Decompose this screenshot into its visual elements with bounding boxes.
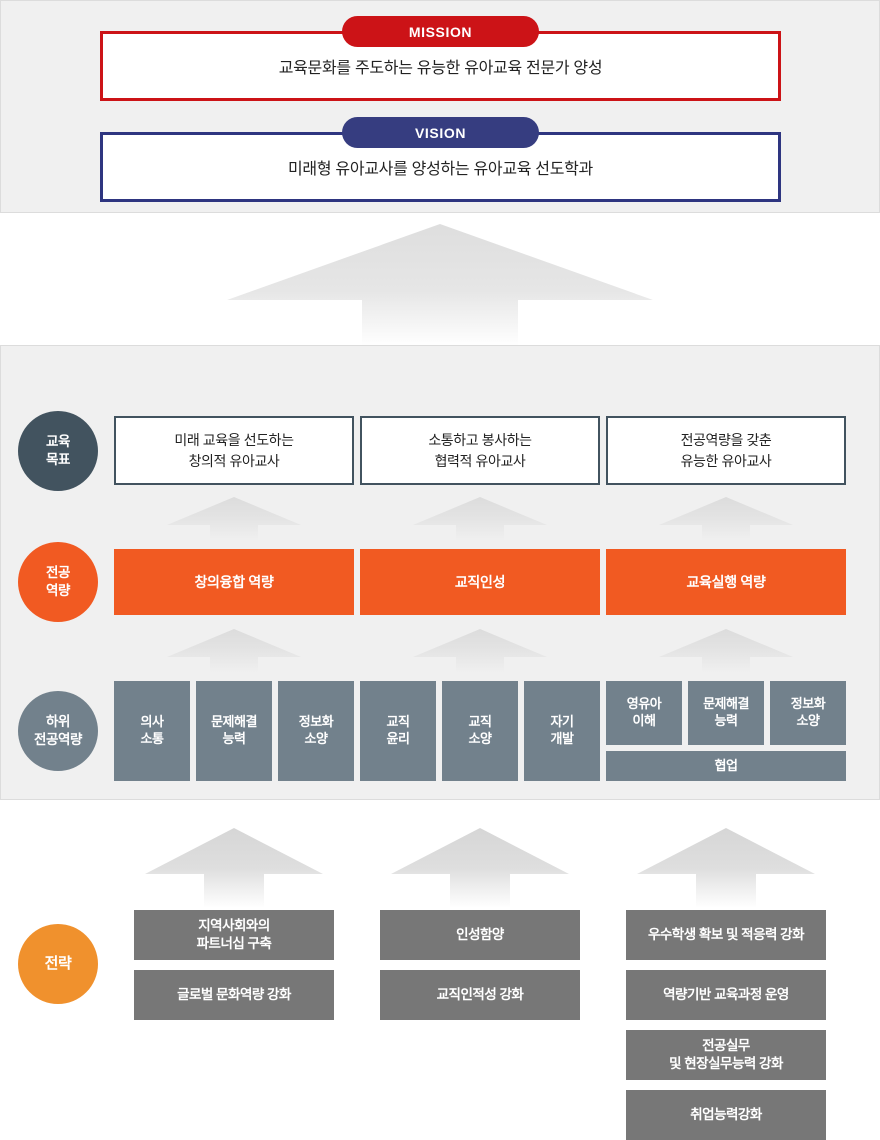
sub-cell-line1: 의사	[140, 714, 164, 730]
sub-cell-line1: 교직	[386, 714, 410, 730]
education-goal-box: 소통하고 봉사하는 협력적 유아교사	[360, 416, 600, 485]
major-competency-box: 교직인성	[360, 549, 600, 615]
sub-competency-cell: 문제해결 능력	[688, 681, 764, 745]
goal-line2: 유능한 유아교사	[680, 452, 772, 469]
upward-arrow-small-icon	[413, 629, 547, 673]
education-goal-box: 미래 교육을 선도하는 창의적 유아교사	[114, 416, 354, 485]
education-goal-box: 전공역량을 갖춘 유능한 유아교사	[606, 416, 846, 485]
sub-competency-span-cell: 협업	[606, 751, 846, 781]
strategy-line1: 역량기반 교육과정 운영	[663, 986, 789, 1002]
vision-statement: 미래형 유아교사를 양성하는 유아교육 선도학과	[288, 161, 593, 178]
sub-cell-line1: 영유아	[626, 696, 662, 712]
row-label-education-goal: 교육 목표	[18, 411, 98, 491]
upward-arrow-large-icon	[227, 224, 653, 346]
sub-competency-cell: 교직 소양	[442, 681, 518, 781]
row-label-strategy: 전략	[18, 924, 98, 1004]
major-competency-box: 창의융합 역량	[114, 549, 354, 615]
goal-line1: 소통하고 봉사하는	[428, 432, 532, 449]
upward-arrow-small-icon	[145, 828, 323, 908]
sub-cell-line1: 자기	[550, 714, 574, 730]
sub-cell-line2: 윤리	[386, 731, 410, 746]
strategy-box: 우수학생 확보 및 적응력 강화	[626, 910, 826, 960]
strategy-line1: 글로벌 문화역량 강화	[177, 986, 291, 1002]
mission-pill-label: MISSION	[342, 16, 539, 47]
strategy-box: 전공실무 및 현장실무능력 강화	[626, 1030, 826, 1080]
strategy-box: 역량기반 교육과정 운영	[626, 970, 826, 1020]
mission-statement: 교육문화를 주도하는 유능한 유아교육 전문가 양성	[278, 60, 603, 77]
strategy-line1: 취업능력강화	[690, 1106, 762, 1122]
row-label-line2: 목표	[45, 452, 71, 467]
upward-arrow-small-icon	[167, 497, 301, 541]
strategy-box: 인성함양	[380, 910, 580, 960]
sub-competency-cell: 문제해결 능력	[196, 681, 272, 781]
row-label-line2: 전공역량	[33, 732, 83, 747]
sub-cell-line2: 소양	[304, 731, 328, 746]
sub-cell-line2: 개발	[550, 731, 574, 746]
row-label-line1: 전공	[45, 565, 71, 581]
strategy-line1: 지역사회와의	[198, 917, 270, 933]
strategy-line1: 교직인적성 강화	[436, 986, 524, 1002]
strategy-line1: 전공실무	[702, 1037, 750, 1053]
strategy-box: 글로벌 문화역량 강화	[134, 970, 334, 1020]
sub-competency-cell: 자기 개발	[524, 681, 600, 781]
upward-arrow-small-icon	[659, 629, 793, 673]
upward-arrow-small-icon	[413, 497, 547, 541]
goal-line1: 전공역량을 갖춘	[680, 432, 772, 449]
upward-arrow-small-icon	[167, 629, 301, 673]
strategy-line2: 및 현장실무능력 강화	[669, 1056, 783, 1071]
sub-cell-line1: 문제해결	[703, 696, 749, 712]
sub-competency-cell: 의사 소통	[114, 681, 190, 781]
sub-cell-line1: 정보화	[298, 714, 334, 730]
sub-cell-line2: 이해	[632, 713, 656, 728]
sub-competency-cell: 영유아 이해	[606, 681, 682, 745]
strategy-box: 지역사회와의 파트너십 구축	[134, 910, 334, 960]
sub-competency-cell: 정보화 소양	[278, 681, 354, 781]
sub-competency-cell: 교직 윤리	[360, 681, 436, 781]
row-label-major-competency: 전공 역량	[18, 542, 98, 622]
strategy-box: 취업능력강화	[626, 1090, 826, 1140]
sub-cell-line2: 소양	[796, 713, 820, 728]
goal-line2: 창의적 유아교사	[188, 452, 280, 469]
sub-cell-line2: 능력	[714, 713, 738, 728]
row-label-line1: 하위	[45, 714, 71, 730]
strategy-line2: 파트너십 구축	[196, 936, 272, 951]
row-label-sub-competency: 하위 전공역량	[18, 691, 98, 771]
strategy-line1: 인성함양	[456, 926, 504, 942]
vision-pill-label: VISION	[342, 117, 539, 148]
row-label-line2: 역량	[45, 583, 71, 598]
sub-cell-line2: 소양	[468, 731, 492, 746]
sub-cell-line1: 문제해결	[211, 714, 257, 730]
sub-competency-cell: 정보화 소양	[770, 681, 846, 745]
goal-line1: 미래 교육을 선도하는	[174, 432, 294, 449]
upward-arrow-small-icon	[659, 497, 793, 541]
sub-cell-line1: 교직	[468, 714, 492, 730]
upward-arrow-small-icon	[637, 828, 815, 908]
major-competency-box: 교육실행 역량	[606, 549, 846, 615]
goal-line2: 협력적 유아교사	[434, 452, 526, 469]
sub-cell-line1: 정보화	[790, 696, 826, 712]
sub-cell-line2: 소통	[140, 731, 164, 746]
row-label-line1: 교육	[45, 434, 71, 450]
upward-arrow-small-icon	[391, 828, 569, 908]
sub-cell-line2: 능력	[222, 731, 246, 746]
strategy-line1: 우수학생 확보 및 적응력 강화	[647, 926, 805, 942]
sub-cell-line1: 협업	[714, 757, 738, 773]
strategy-box: 교직인적성 강화	[380, 970, 580, 1020]
row-label-line1: 전략	[44, 955, 72, 973]
